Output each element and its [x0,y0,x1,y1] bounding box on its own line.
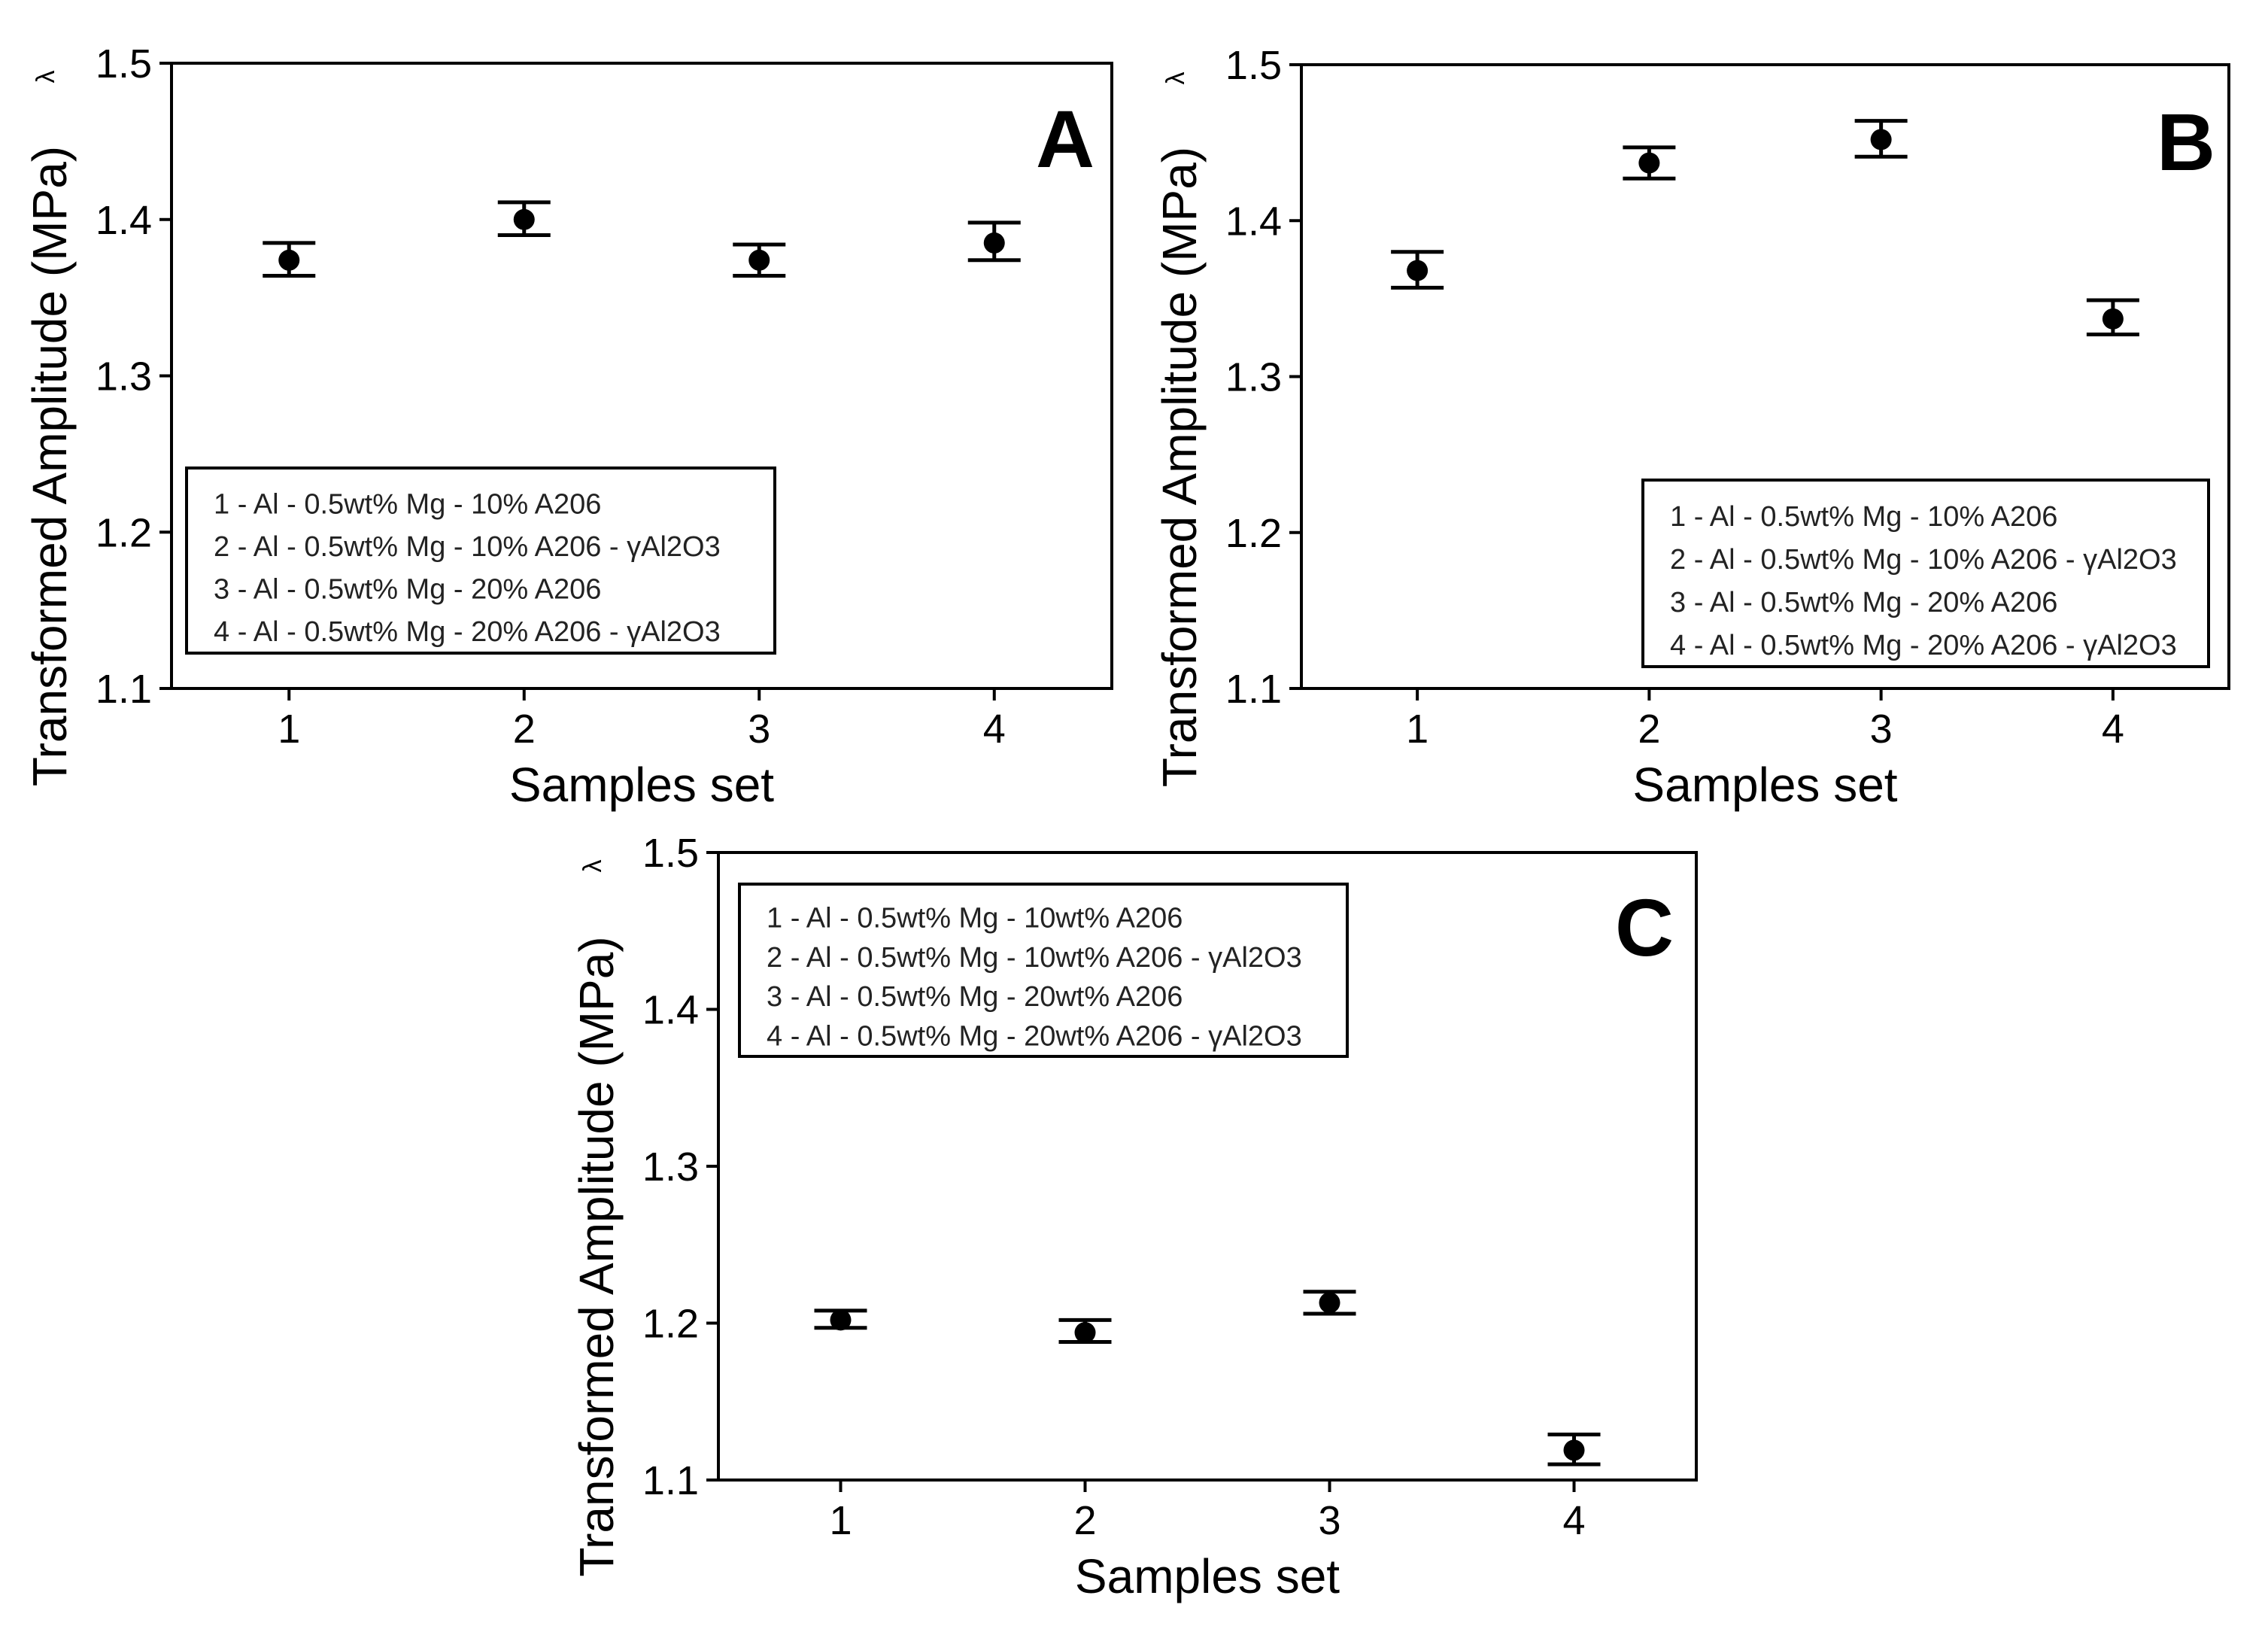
y-tick-label: 1.5 [1225,43,1282,88]
x-tick-label: 1 [829,1498,852,1543]
legend: 1 - Al - 0.5wt% Mg - 10% A206 2 - Al - 0.… [1641,479,2210,668]
legend-entry: 4 - Al - 0.5wt% Mg - 20wt% A206 - γAl2O3 [767,1020,1302,1052]
data-point [830,1309,852,1331]
legend-entry: 4 - Al - 0.5wt% Mg - 20% A206 - γAl2O3 [1670,630,2177,661]
y-tick-label: 1.1 [96,667,152,712]
y-tick-label: 1.1 [1225,667,1282,712]
data-point [1407,260,1429,281]
y-axis-lambda-symbol: λ [578,860,607,873]
x-tick-label: 3 [748,707,770,752]
y-axis-title: Transformed Amplitude (MPa) [23,146,77,786]
panel-letter: C [1615,882,1674,973]
x-tick-label: 4 [2102,707,2124,752]
x-tick-label: 3 [1870,707,1893,752]
data-point [983,232,1005,254]
x-tick-label: 1 [278,707,300,752]
y-tick-label: 1.2 [1225,511,1282,556]
y-axis-lambda-symbol: λ [1161,72,1190,85]
legend-entry: 3 - Al - 0.5wt% Mg - 20% A206 [1670,587,2057,618]
x-tick-label: 2 [1073,1498,1096,1543]
data-point [1638,152,1660,174]
legend-entry: 3 - Al - 0.5wt% Mg - 20% A206 [214,574,601,606]
y-axis-lambda-symbol: λ [32,71,60,84]
x-tick-label: 2 [1638,707,1660,752]
data-point [1563,1439,1585,1461]
x-tick-label: 4 [983,707,1006,752]
x-tick-label: 1 [1406,707,1429,752]
y-tick-label: 1.4 [96,198,152,243]
x-axis-title: Samples set [1632,758,1897,812]
y-tick-label: 1.2 [96,510,152,555]
x-axis-title: Samples set [1075,1549,1340,1603]
legend-entry: 1 - Al - 0.5wt% Mg - 10% A206 [214,489,601,521]
y-axis-title: Transformed Amplitude (MPa) [1152,147,1207,787]
y-tick-label: 1.4 [1225,199,1282,244]
legend-entry: 2 - Al - 0.5wt% Mg - 10% A206 - γAl2O3 [1670,544,2177,576]
x-tick-label: 2 [513,707,536,752]
y-tick-label: 1.5 [642,831,699,876]
legend-entry: 2 - Al - 0.5wt% Mg - 10wt% A206 - γAl2O3 [767,942,1302,974]
legend-entry: 1 - Al - 0.5wt% Mg - 10wt% A206 [767,903,1183,935]
legend: 1 - Al - 0.5wt% Mg - 10wt% A206 2 - Al - … [738,883,1349,1058]
x-tick-label: 4 [1562,1498,1585,1543]
legend-entry: 3 - Al - 0.5wt% Mg - 20wt% A206 [767,981,1183,1013]
y-tick-label: 1.1 [642,1458,699,1503]
data-point [748,249,770,271]
data-point [278,249,300,271]
data-point [1074,1322,1096,1344]
legend-box [185,467,776,655]
data-point [1870,129,1892,150]
legend-entry: 1 - Al - 0.5wt% Mg - 10% A206 [1670,501,2057,533]
legend-box [738,883,1349,1058]
data-point [1319,1292,1340,1314]
y-tick-label: 1.3 [96,354,152,400]
x-axis-title: Samples set [509,758,774,812]
y-tick-label: 1.3 [642,1144,699,1190]
data-point [513,208,535,230]
legend-entry: 4 - Al - 0.5wt% Mg - 20% A206 - γAl2O3 [214,616,721,648]
legend-box [1641,479,2210,668]
panel-letter: B [2157,96,2215,187]
panel-letter: A [1036,93,1095,184]
y-axis-title: Transformed Amplitude (MPa) [569,936,624,1576]
data-point [2102,308,2124,330]
legend: 1 - Al - 0.5wt% Mg - 10% A206 2 - Al - 0.… [185,467,776,655]
y-tick-label: 1.2 [642,1302,699,1347]
y-tick-label: 1.5 [96,41,152,87]
y-tick-label: 1.4 [642,988,699,1033]
legend-entry: 2 - Al - 0.5wt% Mg - 10% A206 - γAl2O3 [214,531,721,563]
y-tick-label: 1.3 [1225,355,1282,400]
x-tick-label: 3 [1318,1498,1340,1543]
